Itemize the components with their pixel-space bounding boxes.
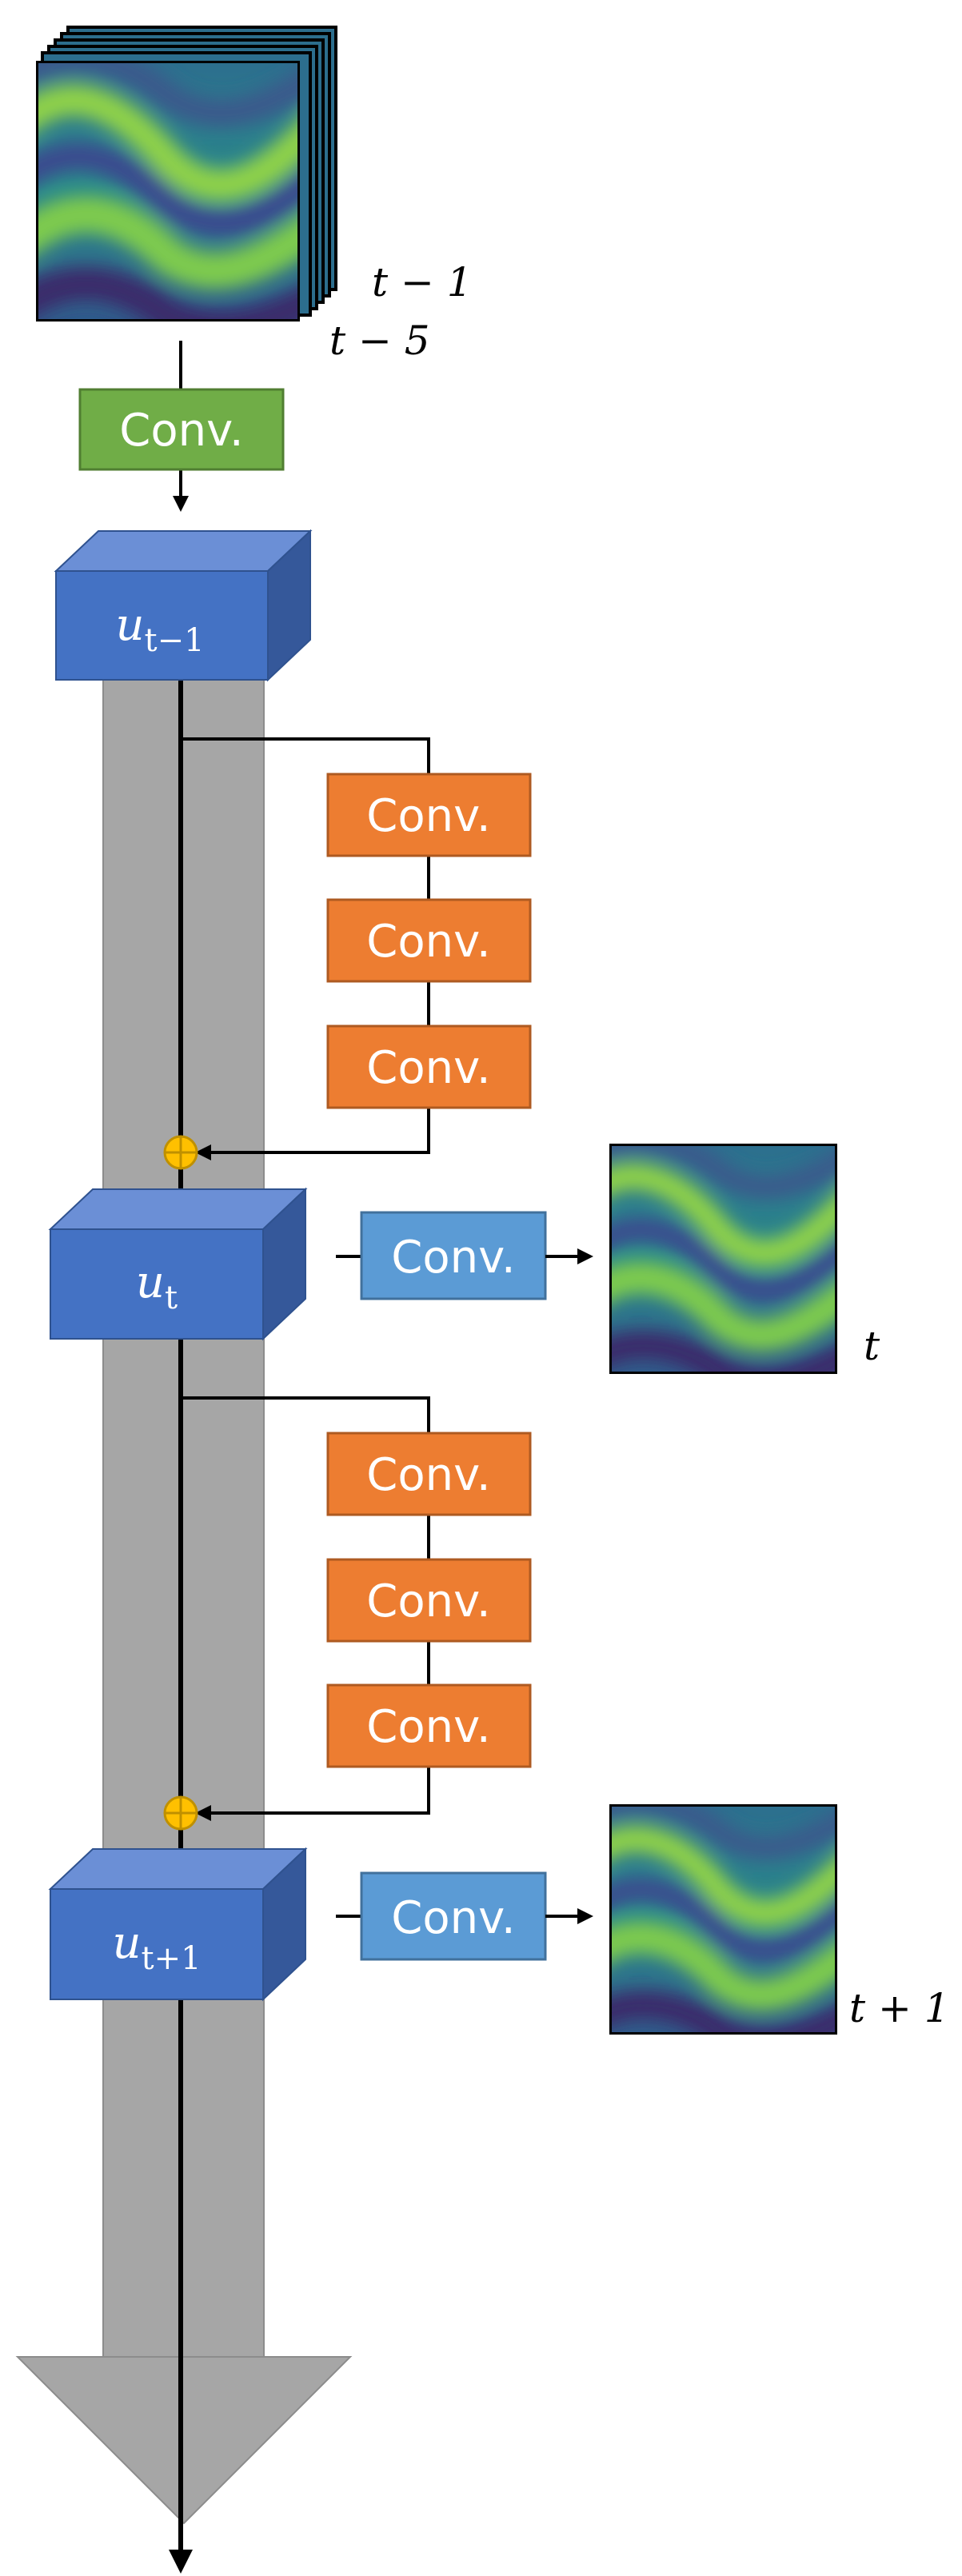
adder-2-icon — [163, 1795, 198, 1831]
residual2-conv-1-label: Conv. — [366, 1449, 490, 1501]
svg-text:ut+1: ut+1 — [112, 1917, 201, 1977]
residual2-conv-1: Conv. — [326, 1432, 532, 1516]
input-frame-label-first: t − 5 — [329, 318, 430, 364]
state-next-base: u — [112, 1917, 141, 1969]
input-conv-label: Conv. — [119, 405, 243, 457]
residual1-conv-2-label: Conv. — [366, 916, 490, 968]
output1-conv — [360, 1211, 547, 1300]
input-frame-label-last: t − 1 — [372, 259, 473, 306]
adder-1-icon — [163, 1135, 198, 1170]
output2-frame-label: t + 1 — [849, 1985, 950, 2031]
residual1-conv-1-label: Conv. — [366, 790, 490, 842]
state-prev-subscript: t−1 — [145, 622, 205, 659]
output1-conv-label: Conv. — [391, 1232, 515, 1284]
output2-frame-image — [609, 1804, 837, 2035]
state-prev-base: u — [115, 599, 144, 651]
state-current-base: u — [136, 1256, 165, 1308]
svg-text:ut: ut — [136, 1256, 178, 1316]
state-current-subscript: t — [165, 1280, 178, 1316]
output1-frame-image — [609, 1144, 837, 1374]
residual1-conv-1: Conv. — [326, 773, 532, 857]
svg-text:ut−1: ut−1 — [115, 599, 204, 659]
residual2-conv-3: Conv. — [326, 1683, 532, 1768]
state-block-current: ut — [48, 1187, 308, 1341]
state-block-next: ut+1 — [48, 1847, 308, 2002]
residual1-conv-3: Conv. — [326, 1024, 532, 1109]
residual-trunk — [15, 639, 353, 2525]
residual2-conv-2-label: Conv. — [366, 1576, 490, 1627]
output2-conv — [360, 1871, 547, 1961]
residual-branch-1: Conv. Conv. Conv. — [163, 737, 532, 1170]
state-next-subscript: t+1 — [142, 1940, 202, 1977]
residual2-conv-3-label: Conv. — [366, 1701, 490, 1753]
trunk-arrowhead — [15, 2356, 353, 2525]
output2-conv-label: Conv. — [391, 1892, 515, 1944]
residual-branch-2: Conv. Conv. Conv. — [163, 1396, 532, 1831]
residual2-conv-2: Conv. — [326, 1558, 532, 1643]
residual1-conv-2: Conv. — [326, 898, 532, 983]
output-head-1: Conv. t — [336, 1144, 880, 1374]
input-frame-stack: t − 1 t − 5 — [36, 26, 473, 364]
trunk-shaft — [102, 639, 265, 2360]
residual1-conv-3-label: Conv. — [366, 1042, 490, 1094]
input-frame-image — [36, 61, 300, 322]
state-block-prev: ut−1 — [54, 529, 313, 682]
output1-frame-label: t — [864, 1323, 880, 1369]
input-conv-block: Conv. — [78, 388, 285, 471]
output-head-2: Conv. t + 1 — [336, 1804, 950, 2035]
